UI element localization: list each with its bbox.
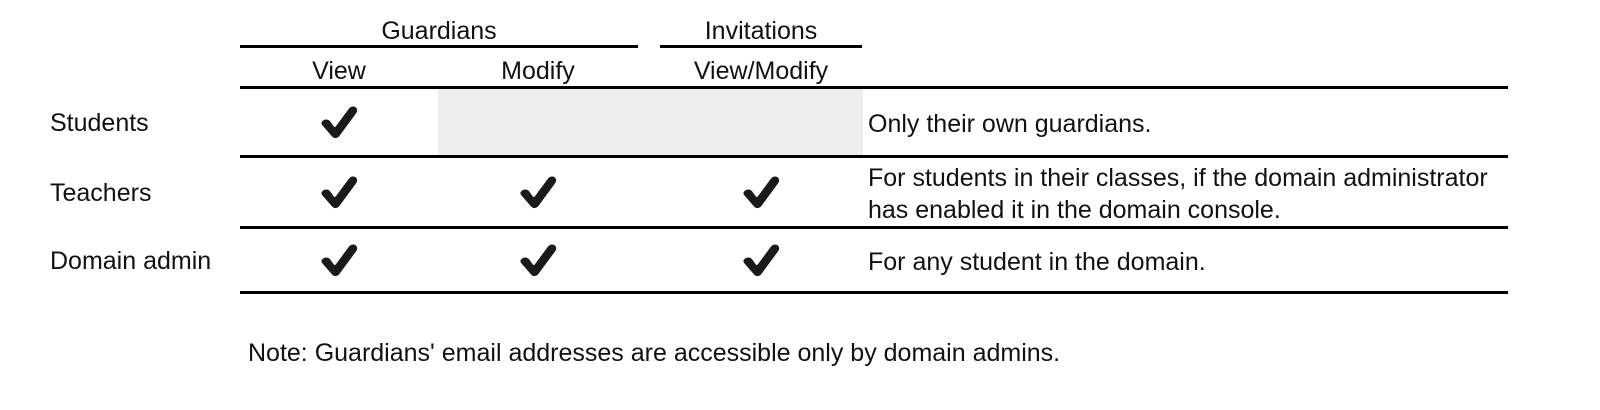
column-group-header-guardians: Guardians	[381, 17, 497, 45]
checkmark-icon	[316, 237, 362, 283]
checkmark-icon	[515, 169, 561, 215]
rule-after-students-row	[240, 155, 1508, 158]
column-group-header-invitations: Invitations	[704, 17, 818, 45]
checkmark-icon	[316, 169, 362, 215]
column-header-view-modify: View/Modify	[693, 57, 829, 85]
column-header-view: View	[312, 57, 366, 85]
row-label-domain-admin: Domain admin	[50, 247, 212, 275]
checkmark-icon	[515, 237, 561, 283]
disabled-cell-students-modify-invitations	[438, 89, 863, 155]
row-label-teachers: Teachers	[50, 179, 152, 207]
column-header-modify: Modify	[501, 57, 575, 85]
row-description-teachers-line2: has enabled it in the domain console.	[868, 196, 1281, 224]
rule-under-guardians-group	[240, 45, 638, 48]
rule-header-bottom	[240, 86, 1508, 89]
row-description-teachers-line1: For students in their classes, if the do…	[868, 164, 1488, 192]
row-label-students: Students	[50, 109, 149, 137]
checkmark-icon	[738, 169, 784, 215]
checkmark-icon	[316, 99, 362, 145]
row-description-students: Only their own guardians.	[868, 110, 1152, 138]
row-description-domain-admin: For any student in the domain.	[868, 248, 1206, 276]
rule-under-invitations-group	[660, 45, 862, 48]
rule-table-bottom	[240, 291, 1508, 294]
table-note: Note: Guardians' email addresses are acc…	[248, 339, 1061, 367]
checkmark-icon	[738, 237, 784, 283]
rule-after-teachers-row	[240, 226, 1508, 229]
